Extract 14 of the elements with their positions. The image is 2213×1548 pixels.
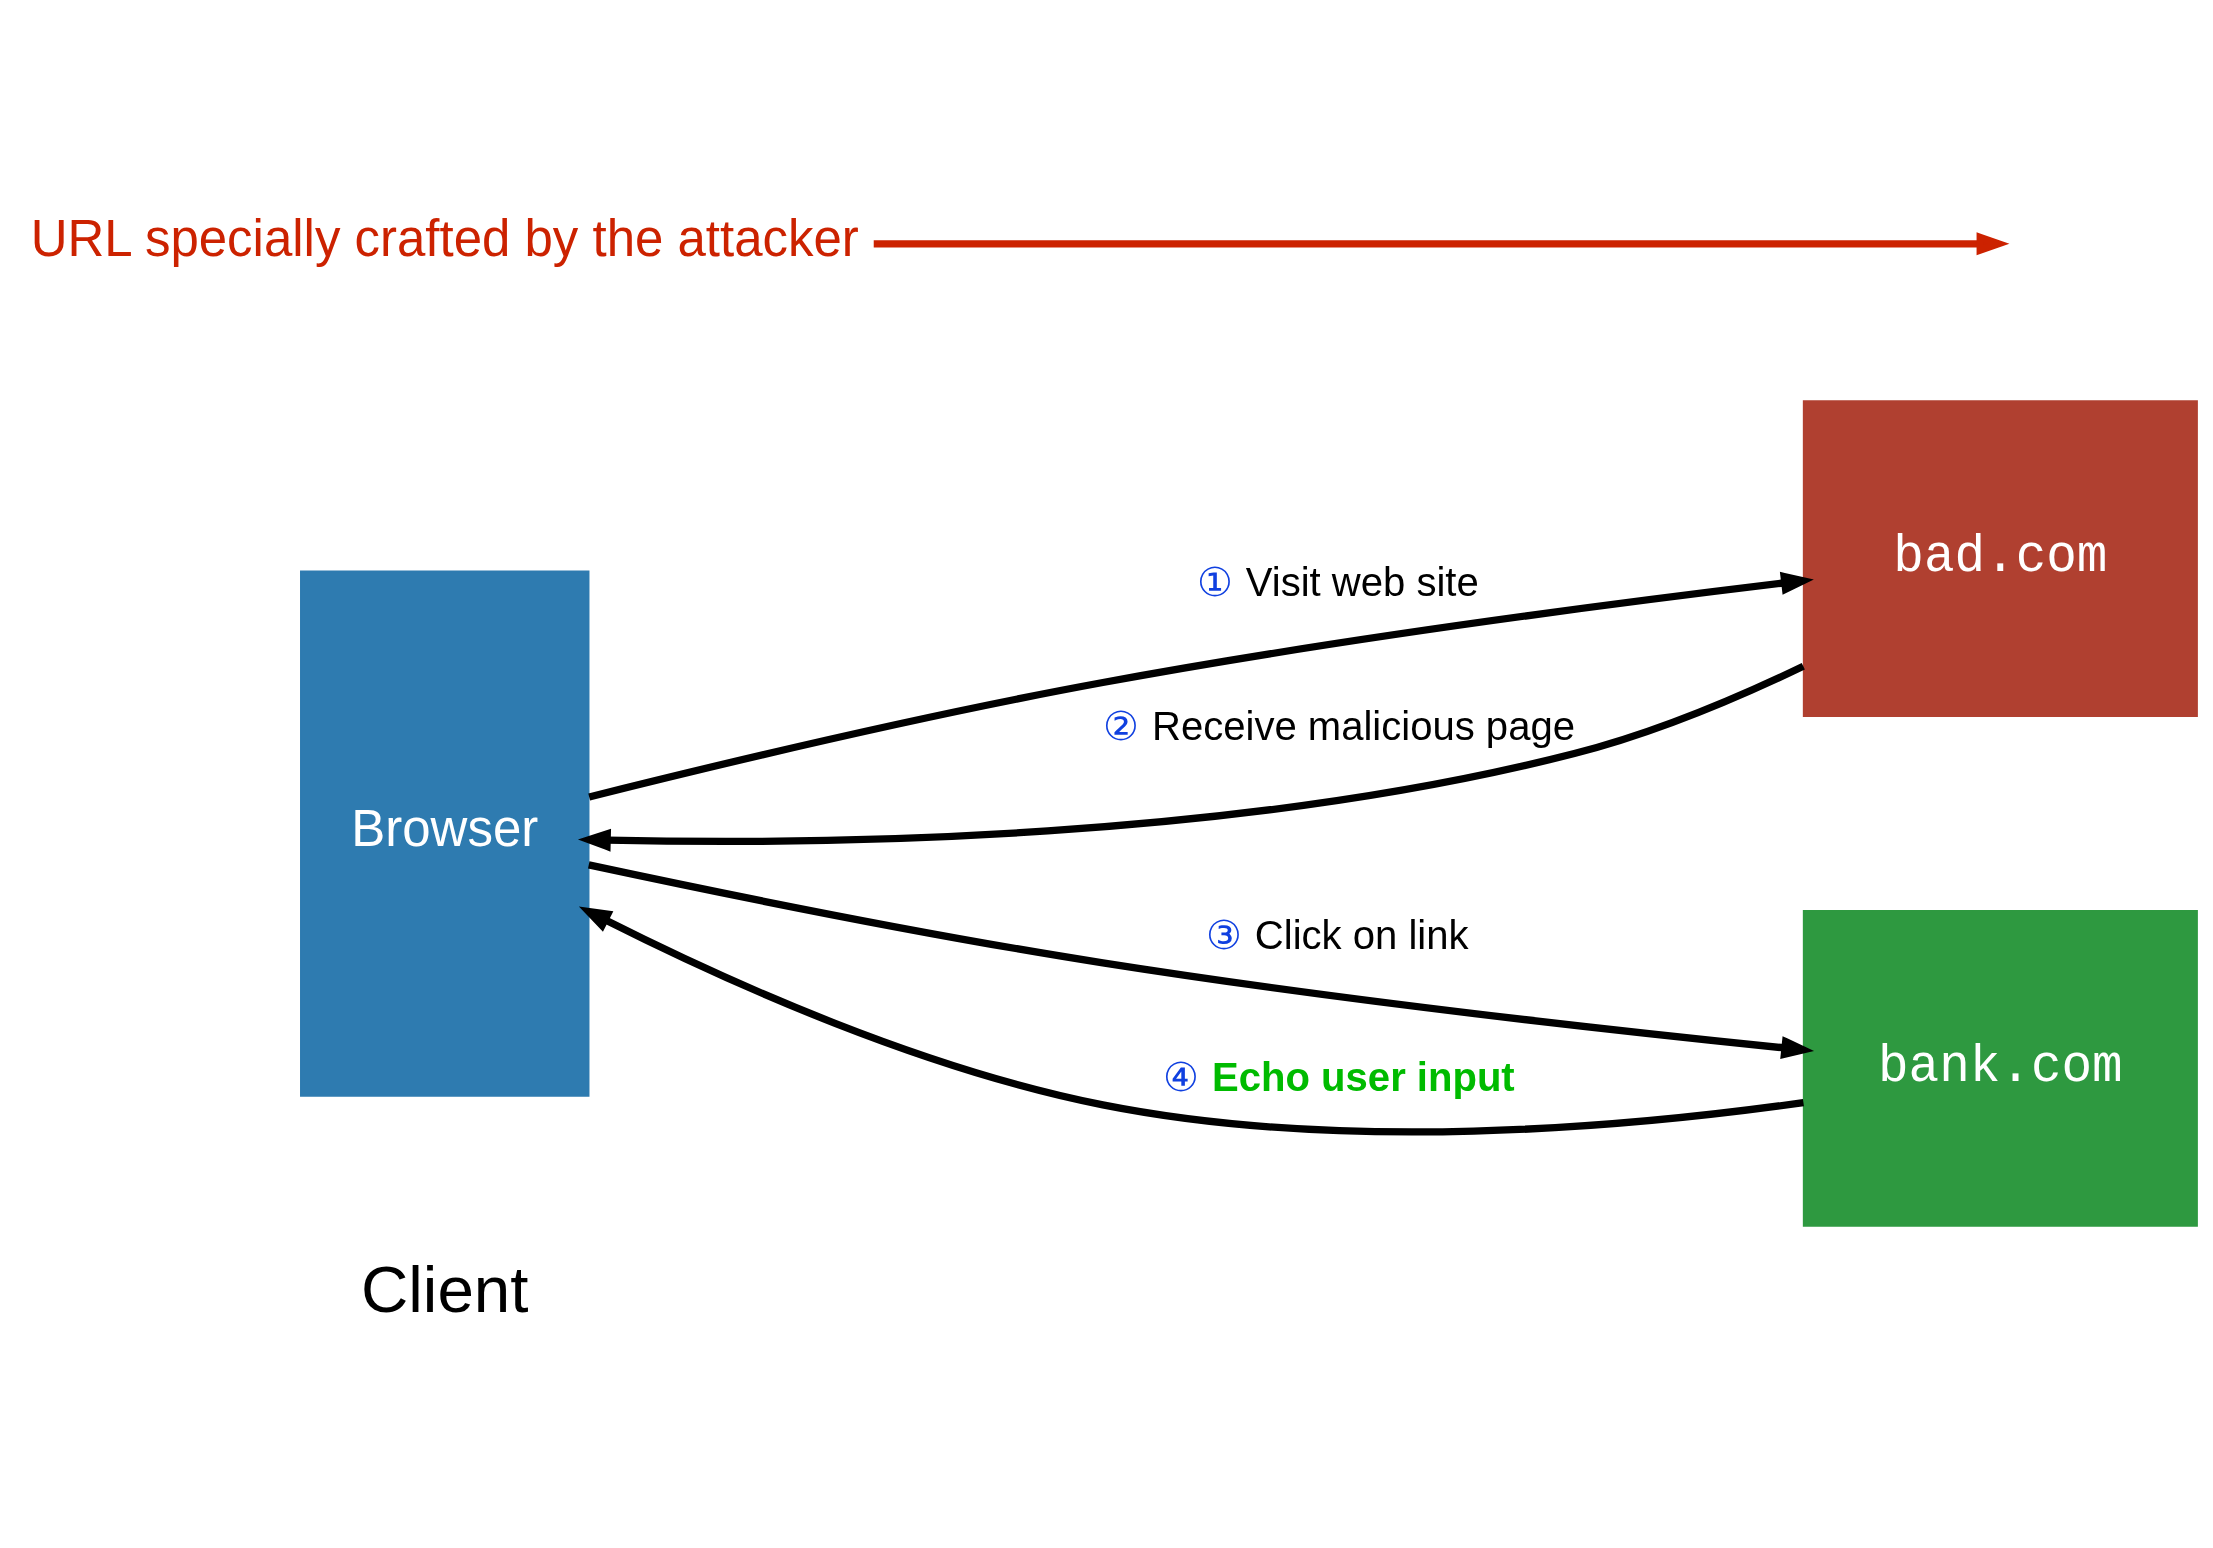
arrow xyxy=(873,232,2010,256)
edge-label: ① Visit web site xyxy=(1196,560,1479,605)
edge-label: ② Receive malicious page xyxy=(1102,704,1575,749)
node-label: Client xyxy=(361,1253,529,1327)
node-box: Browser xyxy=(300,570,590,1097)
arrow xyxy=(588,861,1815,1060)
arrow xyxy=(588,571,1814,801)
arrow xyxy=(578,906,1804,1136)
node-box: bad.com xyxy=(1802,400,2198,718)
node-text: URL specially crafted by the attacker xyxy=(30,210,859,268)
node-box: bank.com xyxy=(1802,910,2198,1227)
arrow xyxy=(577,662,1805,852)
edge-label: ③ Click on link xyxy=(1205,913,1469,958)
edge-label: ④ Echo user input xyxy=(1162,1055,1515,1100)
